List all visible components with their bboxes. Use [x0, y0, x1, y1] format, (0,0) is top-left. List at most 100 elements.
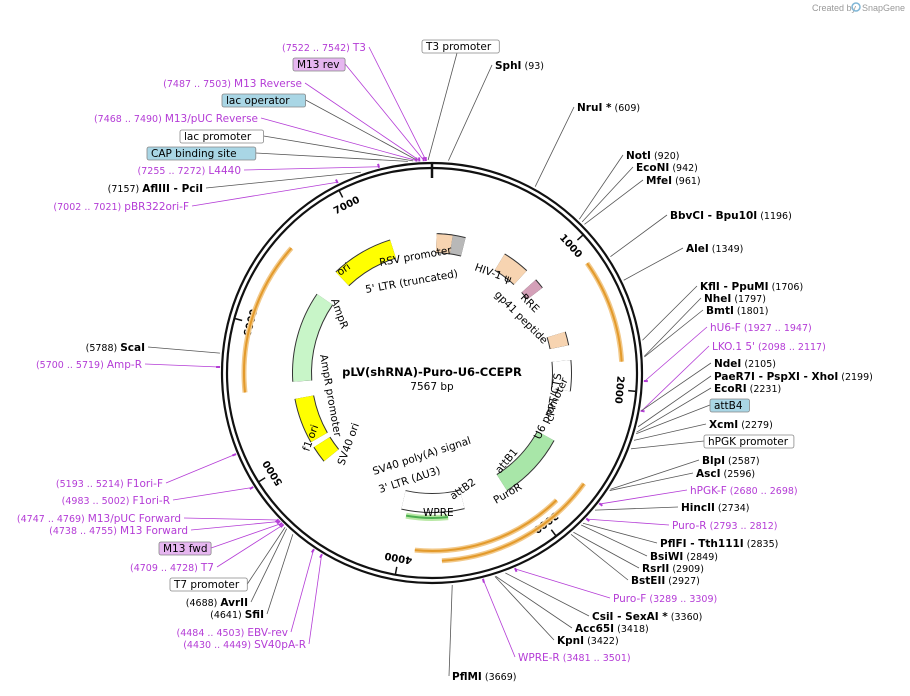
- map-label-hpgk: hPGK promoter: [703, 434, 795, 449]
- label-text: PflFI - Tth111I: [660, 538, 744, 550]
- feature-arrows: [292, 233, 572, 513]
- map-label-xcmi: XcmI (2279): [709, 419, 773, 431]
- map-label-mfei: MfeI (961): [646, 175, 701, 187]
- map-label-bbvci: BbvCI - Bpu10I (1196): [670, 210, 792, 222]
- leader-line: [255, 152, 408, 162]
- tick-mark: [394, 566, 398, 575]
- label-name: T7 promoter: [173, 579, 240, 591]
- label-text: HincII: [681, 502, 715, 514]
- label-text: Puro-F: [613, 593, 646, 605]
- label-position: (1349): [709, 244, 744, 255]
- primer-site-mark: [278, 522, 283, 527]
- label-text: Puro-R: [672, 520, 707, 532]
- label-name: (4430 .. 4449) SV40pA-R: [183, 639, 306, 651]
- leader-line: [250, 528, 288, 603]
- label-text: XcmI: [709, 419, 738, 431]
- orange-orf-arcs: [241, 246, 625, 564]
- label-position: (2105): [741, 359, 776, 370]
- map-label-paer7i: PaeR7I - PspXI - XhoI (2199): [714, 371, 873, 383]
- label-name: hPGK promoter: [708, 436, 789, 448]
- label-text: CsiI - SexAI *: [592, 611, 668, 623]
- label-position: (4430 .. 4449): [183, 640, 254, 651]
- label-position: (2199): [838, 372, 873, 383]
- label-text: AscI: [696, 468, 721, 480]
- map-label-f1r: (4983 .. 5002) F1ori-R: [62, 495, 170, 507]
- label-name: attB4: [714, 400, 743, 412]
- label-position: (93): [521, 61, 544, 72]
- label-position: (1706): [769, 282, 804, 293]
- label-name: AleI (1349): [686, 243, 743, 255]
- map-label-bmti: BmtI (1801): [706, 305, 768, 317]
- tick-mark: [550, 529, 557, 537]
- label-position: (2680 .. 2698): [727, 486, 798, 497]
- map-label-nhei: NheI (1797): [704, 293, 766, 305]
- label-name: (4983 .. 5002) F1ori-R: [62, 495, 170, 507]
- map-label-noti: NotI (920): [626, 150, 680, 162]
- map-label-m13forward: (4738 .. 4755) M13 Forward: [49, 525, 188, 537]
- label-text: BmtI: [706, 305, 734, 317]
- leader-line: [368, 46, 427, 161]
- label-name: RsrII (2909): [642, 563, 704, 575]
- map-label-l4440: (7255 .. 7272) L4440: [138, 165, 241, 177]
- label-name: hU6-F (1927 .. 1947): [710, 322, 812, 334]
- label-name: lac promoter: [184, 131, 252, 143]
- label-name: BlpI (2587): [702, 455, 760, 467]
- plasmid-length: 7567 bp: [410, 381, 454, 393]
- leader-line: [304, 82, 420, 161]
- label-position: (4688): [186, 598, 221, 609]
- leader-line: [570, 534, 629, 581]
- leader-line: [216, 524, 284, 568]
- label-text: SV40pA-R: [254, 639, 306, 651]
- map-label-t3p: (7522 .. 7542) T3: [282, 42, 366, 54]
- feature-arrow: [496, 431, 554, 491]
- map-label-bsteii: BstEII (2927): [631, 575, 700, 587]
- primer-site-mark: [585, 517, 590, 522]
- map-label-kpni: KpnI (3422): [557, 635, 619, 647]
- label-box: [421, 39, 500, 54]
- feature-arrow: [401, 490, 465, 512]
- label-position: (2734): [715, 503, 750, 514]
- map-label-csii: CsiI - SexAI * (3360): [592, 611, 702, 623]
- label-position: (1801): [734, 306, 769, 317]
- map-label-attb4: attB4: [709, 398, 750, 413]
- leader-line: [266, 534, 294, 615]
- label-position: (3289 .. 3309): [646, 594, 717, 605]
- label-position: (3481 .. 3501): [560, 653, 631, 664]
- label-position: (4641): [210, 610, 245, 621]
- label-name: PflMI (3669): [452, 671, 516, 683]
- label-box: [703, 434, 795, 449]
- map-label-m13puc: (7468 .. 7490) M13/pUC Reverse: [94, 113, 258, 125]
- leader-line: [573, 531, 640, 569]
- orf-arc: [586, 262, 623, 362]
- primer-site-mark: [249, 486, 254, 490]
- label-text: M13/pUC Reverse: [165, 113, 258, 125]
- map-label-ebv: (4484 .. 4503) EBV-rev: [176, 627, 288, 639]
- map-label-m13pucf: (4747 .. 4769) M13/pUC Forward: [17, 513, 181, 525]
- map-label-puror: Puro-R (2793 .. 2812): [672, 520, 777, 532]
- label-name: MfeI (961): [646, 175, 701, 187]
- label-name: PaeR7I - PspXI - XhoI (2199): [714, 371, 873, 383]
- label-text: LKO.1 5': [712, 341, 755, 353]
- label-text: PflMI: [452, 671, 482, 683]
- leader-line: [172, 487, 253, 501]
- label-name: EcoNI (942): [636, 162, 698, 174]
- map-label-t7prom: T7 promoter: [169, 577, 248, 592]
- label-name: EcoRI (2231): [714, 383, 781, 395]
- primer-site-mark: [640, 409, 645, 413]
- leader-line: [610, 459, 700, 490]
- label-position: (4709 .. 4728): [130, 563, 201, 574]
- label-position: (7468 .. 7490): [94, 114, 165, 125]
- feature-arrow: [336, 240, 396, 286]
- ltr5-label: 5' LTR (truncated): [364, 268, 458, 296]
- label-name: (5788) ScaI: [86, 342, 145, 354]
- label-text: NdeI: [714, 358, 741, 370]
- label-name: BmtI (1801): [706, 305, 768, 317]
- label-name: (4641) SfiI: [210, 609, 264, 621]
- label-name: SphI (93): [495, 60, 544, 72]
- orf-arc-halo: [585, 261, 625, 362]
- leader-line: [579, 154, 624, 220]
- label-box: [221, 93, 306, 108]
- map-label-purof: Puro-F (3289 .. 3309): [613, 593, 717, 605]
- label-position: (2927): [665, 576, 700, 587]
